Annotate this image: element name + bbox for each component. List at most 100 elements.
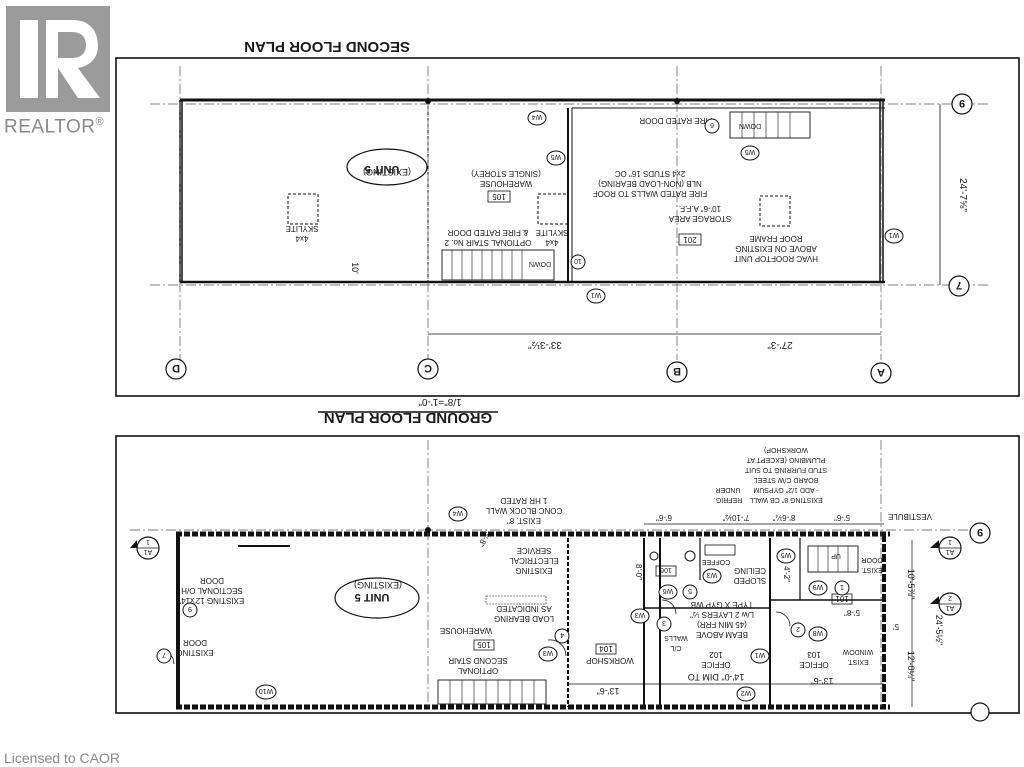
svg-text:W6: W6 bbox=[663, 587, 674, 594]
svg-text:4x4: 4x4 bbox=[295, 234, 308, 243]
svg-text:10'-5⅞": 10'-5⅞" bbox=[906, 569, 916, 599]
svg-text:10': 10' bbox=[350, 262, 360, 274]
svg-text:1: 1 bbox=[948, 538, 952, 545]
svg-text:4'-2": 4'-2" bbox=[782, 566, 791, 582]
svg-text:CONC BLOCK WALL: CONC BLOCK WALL bbox=[485, 506, 562, 515]
svg-text:HVAC ROOFTOP UNIT: HVAC ROOFTOP UNIT bbox=[734, 254, 818, 263]
top-unit-label: UNIT 5 bbox=[365, 163, 400, 175]
section-markers: 1 A1 1 A1 2 A1 9 bbox=[130, 522, 991, 722]
svg-text:W3: W3 bbox=[635, 611, 646, 618]
svg-text:WAREHOUSE: WAREHOUSE bbox=[440, 626, 492, 635]
svg-text:ABOVE ON EXISTING: ABOVE ON EXISTING bbox=[735, 244, 816, 253]
svg-text:STUD FURRING TO SUIT: STUD FURRING TO SUIT bbox=[744, 466, 827, 473]
svg-text:5': 5' bbox=[893, 622, 899, 631]
svg-text:W9: W9 bbox=[813, 583, 824, 590]
svg-text:OPTIONAL STAIR No. 2: OPTIONAL STAIR No. 2 bbox=[444, 238, 531, 247]
svg-text:OFFICE: OFFICE bbox=[799, 660, 828, 669]
toilet-fixture bbox=[684, 550, 696, 562]
dim-33ft: 33'-3½" bbox=[528, 339, 562, 350]
svg-text:13'-6": 13'-6" bbox=[811, 676, 834, 686]
svg-text:W5: W5 bbox=[745, 148, 756, 155]
svg-text:DOOR: DOOR bbox=[862, 556, 883, 563]
ground-optional-stair bbox=[437, 679, 547, 705]
svg-text:C: C bbox=[424, 362, 432, 374]
svg-text:WINDOW: WINDOW bbox=[842, 648, 873, 655]
svg-text:6'-6": 6'-6" bbox=[656, 513, 672, 522]
unit-ellipse-ground bbox=[334, 577, 420, 619]
svg-text:9: 9 bbox=[188, 605, 192, 612]
svg-text:D: D bbox=[172, 362, 180, 374]
load-bearing-hatch bbox=[485, 595, 547, 605]
svg-text:A1: A1 bbox=[144, 548, 153, 555]
svg-text:FIRE RATED DOOR: FIRE RATED DOOR bbox=[639, 116, 712, 125]
dim-27ft: 27'-3" bbox=[767, 339, 793, 350]
svg-text:UP: UP bbox=[831, 552, 841, 559]
second-floor-labels: UNIT 5 (EXISTING) SKYLITE 4x4 OPTIONAL S… bbox=[286, 116, 968, 350]
svg-text:FIRE RATED WALLS TO ROOF: FIRE RATED WALLS TO ROOF bbox=[593, 189, 708, 198]
svg-text:B: B bbox=[673, 365, 681, 377]
svg-text:A: A bbox=[877, 366, 885, 378]
svg-text:W2: W2 bbox=[741, 689, 752, 696]
svg-text:7'-10½": 7'-10½" bbox=[722, 513, 749, 522]
svg-text:13'-6": 13'-6" bbox=[597, 686, 620, 696]
svg-text:SECOND STAIR: SECOND STAIR bbox=[448, 656, 508, 665]
svg-text:9: 9 bbox=[977, 526, 983, 538]
svg-text:BEAM ABOVE: BEAM ABOVE bbox=[696, 630, 748, 639]
license-note: Licensed to CAOR bbox=[4, 750, 120, 766]
svg-text:A1: A1 bbox=[946, 604, 955, 611]
optional-stair-second bbox=[441, 249, 555, 281]
realtor-logo-icon bbox=[6, 6, 110, 112]
svg-text:103: 103 bbox=[807, 650, 821, 659]
svg-text:2: 2 bbox=[796, 625, 800, 632]
svg-text:STORAGE AREA: STORAGE AREA bbox=[668, 214, 731, 223]
svg-text:W4: W4 bbox=[453, 509, 464, 516]
svg-text:DOOR: DOOR bbox=[200, 576, 224, 585]
svg-text:VESTIBULE: VESTIBULE bbox=[888, 512, 932, 521]
ground-floor-plan bbox=[115, 435, 1020, 714]
svg-text:7: 7 bbox=[956, 279, 962, 291]
svg-text:106: 106 bbox=[660, 566, 672, 573]
svg-text:1: 1 bbox=[840, 583, 844, 590]
svg-text:DOWN: DOWN bbox=[529, 260, 551, 267]
svg-text:ROOF FRAME: ROOF FRAME bbox=[749, 234, 802, 243]
svg-text:SLOPED: SLOPED bbox=[734, 576, 767, 585]
svg-text:10'-6" A.F.F.: 10'-6" A.F.F. bbox=[679, 204, 721, 213]
svg-text:2: 2 bbox=[948, 594, 952, 601]
svg-text:3: 3 bbox=[662, 619, 666, 626]
svg-text:8'-0": 8'-0" bbox=[634, 564, 643, 580]
svg-text:W5: W5 bbox=[551, 153, 562, 160]
svg-text:12'-0¼": 12'-0¼" bbox=[906, 651, 916, 681]
svg-text:SKYLITE: SKYLITE bbox=[536, 228, 569, 237]
svg-text:DOOR: DOOR bbox=[183, 638, 207, 647]
svg-text:102: 102 bbox=[709, 650, 723, 659]
ground-floor-title: GROUND FLOOR PLAN bbox=[324, 409, 492, 426]
svg-text:WORKSHOP): WORKSHOP) bbox=[764, 446, 808, 453]
svg-text:BOARD C/W STEEL: BOARD C/W STEEL bbox=[754, 476, 819, 483]
dim-24ft: 24'-7⅝" bbox=[957, 178, 968, 212]
svg-text:UNIT 5: UNIT 5 bbox=[355, 591, 390, 603]
svg-text:4: 4 bbox=[560, 631, 564, 638]
svg-text:1: 1 bbox=[146, 538, 150, 545]
svg-text:DOWN: DOWN bbox=[739, 122, 761, 129]
coffee-counter bbox=[704, 544, 736, 556]
svg-text:WORKSHOP: WORKSHOP bbox=[586, 656, 634, 665]
svg-text:101: 101 bbox=[835, 594, 849, 603]
second-floor-frame bbox=[115, 57, 1020, 397]
svg-text:WAREHOUSE: WAREHOUSE bbox=[480, 179, 532, 188]
svg-text:(EXISTING): (EXISTING) bbox=[354, 580, 402, 590]
svg-text:W1: W1 bbox=[889, 231, 900, 238]
ground-floor-labels: UNIT 5 (EXISTING) EXISTING 12'x14' SECTI… bbox=[176, 446, 944, 696]
svg-text:5'-6": 5'-6" bbox=[834, 513, 850, 522]
svg-text:4x4: 4x4 bbox=[545, 238, 558, 247]
top-unit-status: (EXISTING) bbox=[363, 167, 411, 177]
svg-text:C/L: C/L bbox=[670, 644, 681, 651]
svg-text:6: 6 bbox=[710, 121, 714, 128]
hvac-unit-outline bbox=[759, 195, 791, 227]
svg-text:14'-0" DIM TO: 14'-0" DIM TO bbox=[688, 672, 745, 682]
svg-text:W3: W3 bbox=[543, 649, 554, 656]
svg-text:105: 105 bbox=[492, 192, 506, 201]
svg-text:W4: W4 bbox=[532, 113, 543, 120]
realtor-brand-text: REALTOR® bbox=[4, 116, 105, 138]
svg-text:PLUMBING (EXCEPT AT: PLUMBING (EXCEPT AT bbox=[746, 456, 825, 463]
svg-text:W3: W3 bbox=[707, 571, 718, 578]
